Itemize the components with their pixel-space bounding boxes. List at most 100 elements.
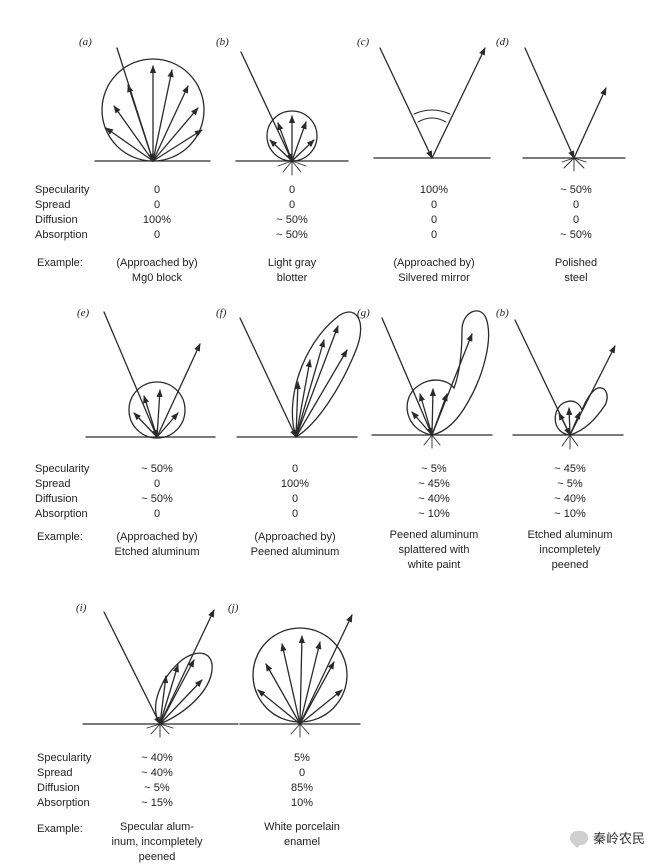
- value-specularity-c: 100%: [419, 184, 449, 196]
- value-spread-f: 100%: [280, 478, 310, 490]
- value-specularity-h: ~ 45%: [554, 463, 586, 475]
- example-text-h: Etched aluminum incompletely peened: [527, 529, 613, 571]
- row-label-spread: Spread: [35, 199, 71, 211]
- specular-ray-e: [156, 343, 201, 438]
- diffuse-ray-g1: [411, 411, 433, 436]
- value-spread-h: ~ 5%: [557, 478, 583, 490]
- value-diffusion-a: 100%: [142, 214, 172, 226]
- value-specularity-a: 0: [153, 184, 161, 196]
- value-absorption-e: 0: [153, 508, 161, 520]
- watermark: 秦岭农民: [569, 828, 645, 848]
- diffuse-ray-b5: [291, 139, 315, 162]
- row-label-diffusion: Diffusion: [37, 782, 80, 794]
- value-diffusion-d: 0: [572, 214, 580, 226]
- spread-ray-f2: [295, 359, 312, 438]
- watermark-text: 秦岭农民: [592, 831, 645, 846]
- value-absorption-f: 0: [291, 508, 299, 520]
- value-spread-j: 0: [298, 767, 306, 779]
- incident-ray-c: [379, 47, 433, 159]
- row-label-specularity: Specularity: [37, 752, 92, 764]
- row-label-example: Example:: [37, 531, 83, 543]
- example-text-c: (Approached by) Silvered mirror: [393, 257, 475, 284]
- diffuse-ray-j6: [299, 661, 335, 725]
- absorption-ticks-b: [277, 160, 307, 176]
- value-spread-b: 0: [288, 199, 296, 211]
- row-label-specularity: Specularity: [35, 463, 90, 475]
- spread-ray-f3: [295, 339, 326, 438]
- row-label-absorption: Absorption: [37, 797, 90, 809]
- diffuse-ray-e1: [133, 412, 158, 438]
- specular-ray-d: [573, 87, 607, 159]
- incident-ray-g: [381, 317, 433, 436]
- row-label-absorption: Absorption: [35, 508, 88, 520]
- chat-bubble-icon: [569, 830, 588, 848]
- diffuse-ray-j7: [299, 689, 343, 725]
- specular-ray-c: [431, 47, 486, 159]
- absorption-ticks-j: [290, 723, 310, 738]
- value-specularity-d: ~ 50%: [560, 184, 592, 196]
- diffuse-ray-a8: [152, 129, 203, 162]
- diffuse-ray-h2: [566, 407, 573, 436]
- spread-ray-i3: [159, 659, 195, 725]
- value-diffusion-g: ~ 40%: [418, 493, 450, 505]
- value-spread-d: 0: [572, 199, 580, 211]
- spread-ray-f1: [294, 381, 301, 438]
- diffuse-ray-g3: [429, 388, 436, 436]
- panel-label-e: (e): [77, 307, 90, 319]
- value-diffusion-e: ~ 50%: [141, 493, 173, 505]
- example-text-j: White porcelain enamel: [264, 821, 340, 848]
- spread-ray-i2: [159, 664, 179, 725]
- row-label-example: Example:: [37, 823, 83, 835]
- row-label-diffusion: Diffusion: [35, 214, 78, 226]
- row-label-example: Example:: [37, 257, 83, 269]
- example-text-b: Light gray blotter: [267, 257, 317, 284]
- panel-f-drawing: [236, 311, 362, 438]
- diffuse-ray-e3: [156, 389, 163, 438]
- diffuse-ray-g2: [418, 393, 433, 436]
- value-diffusion-i: ~ 5%: [144, 782, 170, 794]
- value-absorption-g: ~ 10%: [418, 508, 450, 520]
- diffuse-ray-j4: [298, 635, 305, 725]
- value-absorption-d: ~ 50%: [560, 229, 592, 241]
- incident-ray-e: [103, 311, 158, 438]
- diffuse-ray-a3: [127, 84, 154, 162]
- spread-ray-f5: [295, 349, 348, 438]
- value-absorption-h: ~ 10%: [554, 508, 586, 520]
- value-spread-a: 0: [153, 199, 161, 211]
- diffuse-ray-a6: [152, 85, 189, 162]
- diffuse-ray-b2: [277, 122, 293, 162]
- value-absorption-a: 0: [153, 229, 161, 241]
- specular-ray-i: [159, 609, 215, 725]
- spread-ray-i4: [159, 679, 203, 725]
- panel-i-drawing: [82, 609, 239, 738]
- diffuse-ray-a5: [152, 69, 174, 162]
- diffuse-ray-e4: [156, 412, 179, 438]
- panel-g-drawing: [371, 310, 493, 449]
- example-text-a: (Approached by) Mg0 block: [116, 257, 198, 284]
- panel-a-drawing: [94, 47, 211, 162]
- combined-lobe-h: [554, 387, 608, 436]
- spread-ray-i1: [159, 675, 169, 725]
- absorption-ticks-g: [423, 434, 441, 449]
- value-spread-c: 0: [430, 199, 438, 211]
- incident-ray-i: [103, 611, 161, 725]
- panel-label-g: (g): [357, 307, 370, 319]
- panel-label-d: (d): [496, 36, 509, 48]
- panel-d-drawing: [522, 47, 626, 172]
- absorption-ticks-i: [146, 723, 174, 738]
- value-absorption-i: ~ 15%: [141, 797, 173, 809]
- specular-ray-h: [569, 345, 616, 436]
- value-specularity-i: ~ 40%: [141, 752, 173, 764]
- diffuse-ray-e2: [143, 395, 158, 438]
- example-text-g: Peened aluminum splattered with white pa…: [389, 529, 479, 571]
- incident-ray-f: [239, 317, 297, 438]
- example-text-i: Specular alum- inum, incompletely peened: [111, 821, 203, 863]
- diffuse-ray-a2: [113, 105, 154, 162]
- absorption-ticks-d: [561, 157, 587, 172]
- specular-ray-j: [299, 614, 353, 725]
- row-label-absorption: Absorption: [35, 229, 88, 241]
- diffuse-ray-j1: [257, 689, 301, 725]
- panel-e-drawing: [85, 311, 216, 439]
- value-specularity-j: 5%: [294, 752, 310, 764]
